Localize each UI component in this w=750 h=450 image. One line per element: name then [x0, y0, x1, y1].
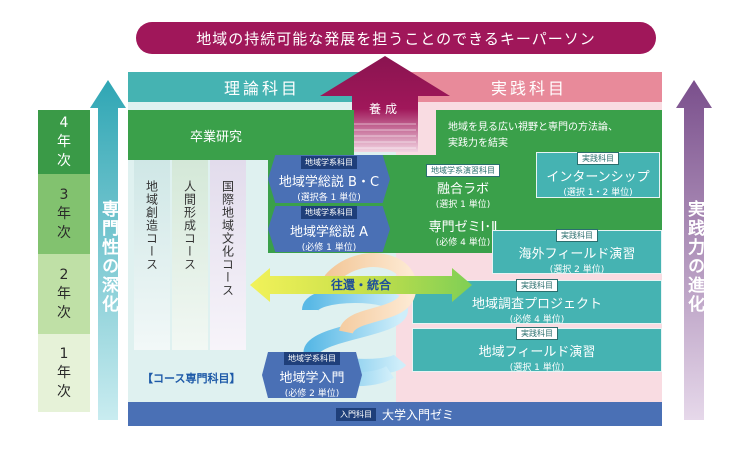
- specialization-arrow: [90, 80, 126, 420]
- practice-header: 実践科目: [396, 72, 662, 102]
- course-column-regional: 地域創造コース: [134, 160, 170, 350]
- graduation-research: 卒業研究: [128, 110, 354, 160]
- general-bc-box: 地域学系科目 地域学総説 B・C (選択各 1 単位): [268, 155, 390, 203]
- intro-seminar-bar: 入門科目 大学入門ゼミ: [128, 402, 662, 426]
- practice-goal: 地域を見る広い視野と専門の方法論、実践力を結実: [436, 110, 662, 156]
- cultivate-label: 養成: [368, 102, 401, 116]
- internship-box: 実践科目 インターンシップ (選択 1・2 単位): [536, 152, 660, 198]
- field-box: 実践科目 地域フィールド演習 (選択 1 単位): [412, 327, 662, 373]
- practical-skill-label: 実践力の進化: [684, 200, 704, 314]
- intro-box: 地域学系科目 地域学入門 (必修 2 単位): [262, 352, 362, 398]
- course-column-international: 国際地域文化コース: [210, 160, 246, 350]
- general-a-box: 地域学系科目 地域学総説 A (必修 1 単位): [268, 206, 390, 252]
- course-column-human: 人間形成コース: [172, 160, 208, 350]
- exchange-label: 往還・統合: [330, 278, 391, 292]
- practical-skill-arrow: [676, 80, 712, 420]
- specialization-label: 専門性の深化: [98, 200, 118, 314]
- course-subjects-label: 【コース専門科目】: [142, 372, 241, 385]
- exchange-arrow: [250, 268, 472, 302]
- intro-seminar-title: 大学入門ゼミ: [381, 407, 454, 422]
- goal-banner: 地域の持続可能な発展を担うことのできるキーパーソン: [136, 22, 656, 54]
- overseas-box: 実践科目 海外フィールド演習 (選択 2 単位): [492, 229, 662, 275]
- fusion-lab-box: 地域学系演習科目 融合ラボ (選択 1 単位): [408, 164, 518, 210]
- intro-seminar-tag: 入門科目: [335, 407, 376, 421]
- seminar-box: 専門ゼミⅠ･Ⅱ (必修 4 単位): [428, 220, 498, 248]
